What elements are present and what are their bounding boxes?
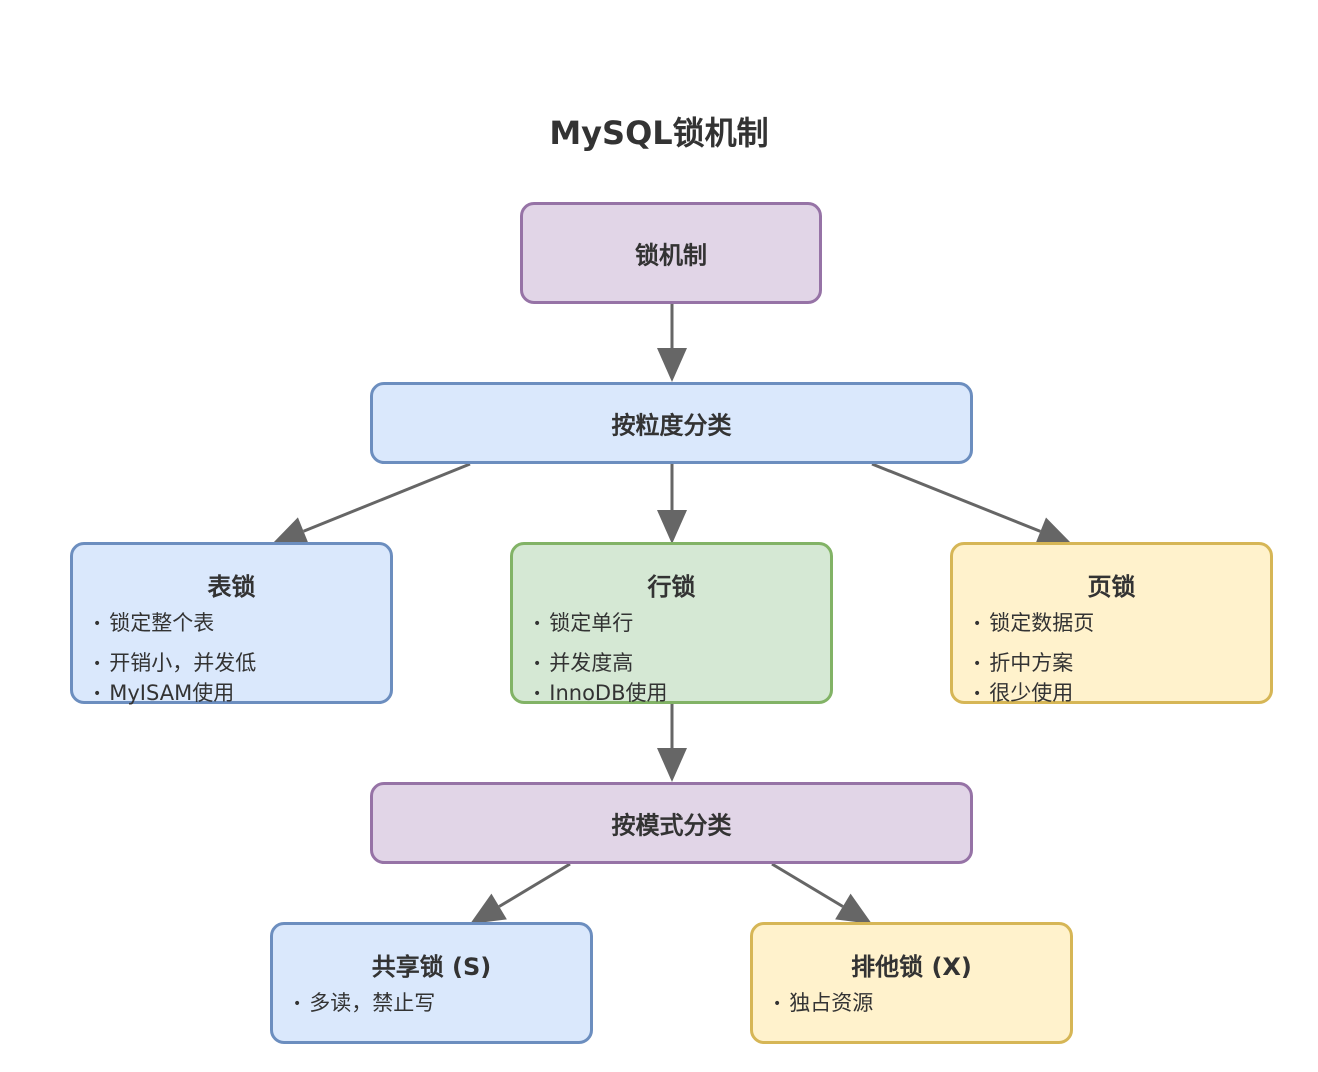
bullet-item: •多读，禁止写	[293, 991, 436, 1015]
node-label: 按模式分类	[611, 811, 732, 840]
node-label: 按粒度分类	[611, 411, 732, 440]
node-label: 锁机制	[635, 241, 707, 270]
edge-by_mode-to-shared_lock	[498, 862, 571, 908]
diagram-title: MySQL锁机制	[549, 114, 769, 152]
node-label: 表锁	[207, 573, 256, 601]
bullet-item: •独占资源	[773, 991, 874, 1015]
arrowhead-icon	[657, 510, 687, 544]
node-label: 共享锁 (S)	[371, 953, 492, 981]
edge-by_granularity-to-page_lock	[871, 462, 1041, 533]
arrowhead-icon	[835, 893, 872, 924]
bullet-item: •锁定单行	[533, 611, 634, 635]
arrowhead-icon	[470, 893, 507, 924]
node-table-lock[interactable]: 表锁 •锁定整个表 •开销小，并发低 •MyISAM使用	[70, 542, 393, 705]
bullet-item: •InnoDB使用	[533, 681, 668, 705]
node-by-mode[interactable]: 按模式分类	[370, 782, 973, 864]
edge-by_granularity-to-table_lock	[302, 462, 471, 533]
bullet-item: •锁定整个表	[93, 611, 215, 635]
bullet-item: •开销小，并发低	[93, 651, 257, 675]
node-shared-lock[interactable]: 共享锁 (S) •多读，禁止写	[270, 922, 593, 1044]
node-page-lock[interactable]: 页锁 •锁定数据页 •折中方案 •很少使用	[950, 542, 1273, 705]
arrowhead-icon	[1034, 517, 1072, 546]
bullet-item: •并发度高	[533, 651, 634, 675]
arrowhead-icon	[657, 348, 687, 382]
bullet-item: •折中方案	[973, 651, 1074, 675]
edge-by_mode-to-exclusive_lock	[771, 862, 844, 908]
bullet-item: •很少使用	[973, 681, 1074, 705]
node-label: 排他锁 (X)	[851, 953, 972, 981]
node-exclusive-lock[interactable]: 排他锁 (X) •独占资源	[750, 922, 1073, 1044]
node-label: 页锁	[1087, 573, 1136, 601]
arrowhead-icon	[272, 517, 310, 546]
node-label: 行锁	[647, 573, 696, 601]
bullet-item: •锁定数据页	[973, 611, 1095, 635]
bullet-item: •MyISAM使用	[93, 681, 235, 705]
node-row-lock[interactable]: 行锁 •锁定单行 •并发度高 •InnoDB使用	[510, 542, 833, 705]
node-by-granularity[interactable]: 按粒度分类	[370, 382, 973, 464]
node-root[interactable]: 锁机制	[520, 202, 822, 304]
arrowhead-icon	[657, 748, 687, 782]
